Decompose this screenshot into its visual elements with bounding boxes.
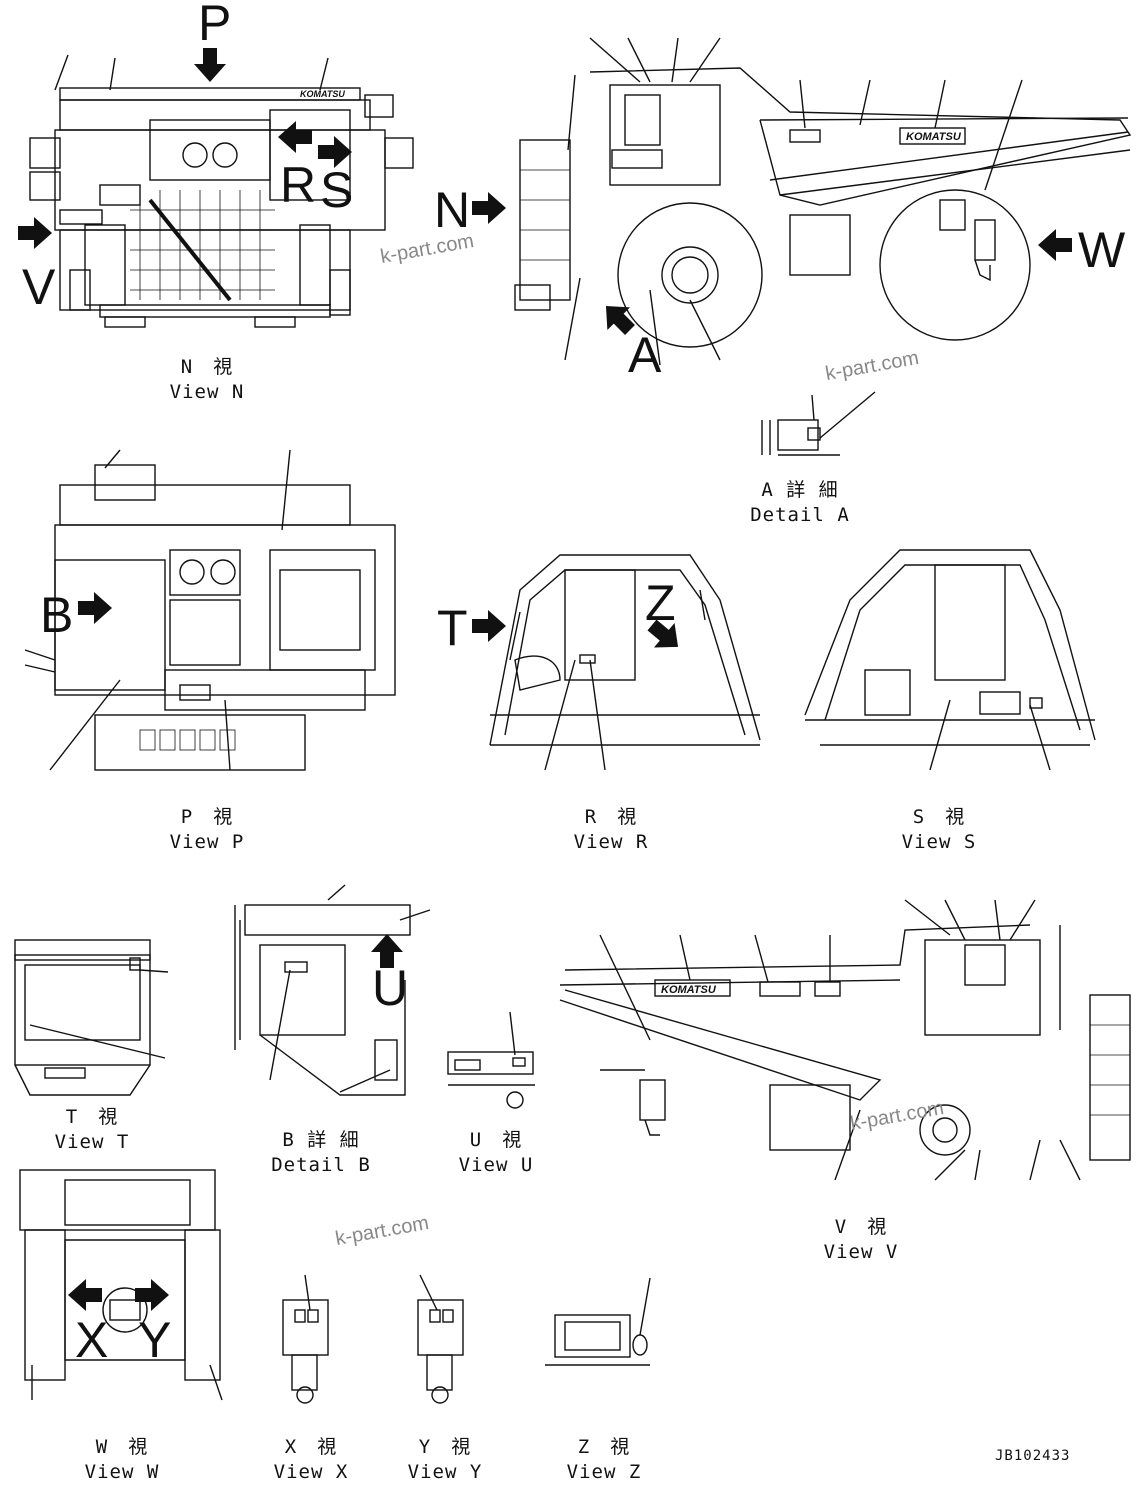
- view-t-arrow: [471, 609, 507, 643]
- view-z-drawing: [545, 1277, 651, 1366]
- view-z-letter: Z: [645, 575, 676, 631]
- caption-view-w-en: View W: [84, 1461, 160, 1483]
- drawing-number: JB102433: [995, 1448, 1071, 1464]
- caption-view-s: S 視 View S: [902, 805, 977, 855]
- caption-view-u: U 視 View U: [459, 1128, 534, 1178]
- view-v-arrow: [17, 216, 53, 250]
- caption-view-v: V 視 View V: [824, 1215, 899, 1265]
- caption-view-v-jp: V 視: [834, 1216, 888, 1238]
- caption-view-z-en: View Z: [566, 1461, 642, 1483]
- caption-view-t: T 視 View T: [55, 1105, 130, 1155]
- view-n-letter: N: [434, 182, 471, 238]
- caption-view-t-jp: T 視: [65, 1106, 119, 1128]
- caption-view-x-jp: X 視: [284, 1436, 338, 1458]
- view-s-letter: S: [320, 162, 354, 218]
- caption-view-w: W 視 View W: [85, 1435, 160, 1485]
- view-p-letter: P: [198, 0, 232, 51]
- view-x-drawing: [282, 1274, 329, 1404]
- detail-b-letter: B: [40, 587, 74, 643]
- view-s-drawing: [804, 549, 1096, 771]
- view-t-drawing: [14, 939, 169, 1096]
- view-w-letter: W: [1078, 222, 1126, 278]
- caption-detail-a: A 詳 細 Detail A: [750, 478, 850, 528]
- view-v-drawing: KOMATSU: [559, 899, 1131, 1181]
- view-w-drawing: [19, 1169, 223, 1401]
- view-u-drawing: [447, 1011, 535, 1109]
- view-n-drawing: KOMATSU: [29, 54, 414, 328]
- view-v-logo: KOMATSU: [661, 984, 717, 996]
- caption-view-z-jp: Z 視: [577, 1436, 631, 1458]
- caption-view-v-en: View V: [823, 1241, 899, 1263]
- caption-view-p-en: View P: [169, 831, 245, 853]
- view-p-drawing: [24, 449, 396, 771]
- caption-detail-a-jp: A 詳 細: [761, 479, 839, 501]
- caption-view-r-en: View R: [573, 831, 649, 853]
- caption-detail-a-en: Detail A: [750, 504, 850, 526]
- caption-view-u-en: View U: [458, 1154, 534, 1176]
- caption-view-x: X 視 View X: [274, 1435, 349, 1485]
- view-w-arrow: [1037, 228, 1073, 262]
- caption-view-y-jp: Y 視: [418, 1436, 472, 1458]
- side-view-drawing: KOMATSU: [514, 37, 1132, 366]
- view-u-letter: U: [372, 960, 409, 1016]
- caption-view-r-jp: R 視: [584, 806, 638, 828]
- caption-view-t-en: View T: [54, 1131, 130, 1153]
- caption-view-n-jp: N 視: [180, 356, 234, 378]
- view-n-arrow: [471, 191, 507, 225]
- detail-a-letter: A: [628, 327, 662, 383]
- view-r-drawing: [489, 554, 761, 771]
- caption-view-y-en: View Y: [407, 1461, 483, 1483]
- detail-b-arrow: [77, 591, 113, 625]
- detail-a-drawing: [761, 391, 876, 456]
- side-view-logo: KOMATSU: [906, 131, 962, 143]
- view-x-arrow: [67, 1278, 103, 1312]
- caption-view-p: P 視 View P: [170, 805, 245, 855]
- caption-view-p-jp: P 視: [180, 806, 234, 828]
- view-x-letter: X: [75, 1312, 109, 1368]
- caption-view-z: Z 視 View Z: [567, 1435, 642, 1485]
- caption-detail-b-en: Detail B: [271, 1154, 371, 1176]
- view-v-letter: V: [22, 259, 56, 315]
- detail-b-drawing: [234, 884, 431, 1096]
- caption-view-s-jp: S 視: [912, 806, 966, 828]
- caption-view-x-en: View X: [273, 1461, 349, 1483]
- caption-detail-b: B 詳 細 Detail B: [271, 1128, 371, 1178]
- view-t-letter: T: [437, 600, 468, 656]
- caption-view-n: N 視 View N: [170, 355, 245, 405]
- view-r-arrow: [277, 120, 313, 154]
- caption-detail-b-jp: B 詳 細: [282, 1129, 360, 1151]
- caption-view-y: Y 視 View Y: [408, 1435, 483, 1485]
- caption-view-n-en: View N: [169, 381, 245, 403]
- caption-view-s-en: View S: [901, 831, 977, 853]
- caption-view-r: R 視 View R: [574, 805, 649, 855]
- caption-view-w-jp: W 視: [95, 1436, 149, 1458]
- view-y-drawing: [417, 1274, 464, 1404]
- view-p-arrow: [193, 47, 227, 83]
- caption-view-u-jp: U 視: [469, 1129, 523, 1151]
- view-y-letter: Y: [138, 1312, 172, 1368]
- view-r-letter: R: [280, 157, 317, 213]
- view-n-logo: KOMATSU: [300, 89, 345, 99]
